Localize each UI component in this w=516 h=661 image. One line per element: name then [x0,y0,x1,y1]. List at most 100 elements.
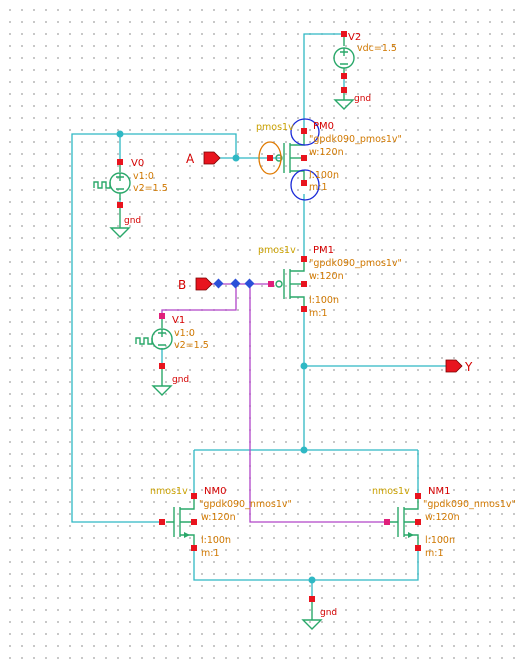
v1-v1: v1:0 [174,328,195,339]
v1-polarity [158,329,166,346]
highlight-marker [258,141,282,175]
junction-dot [213,278,224,289]
v2-gnd-pin [341,87,347,93]
ground-icon [151,369,173,396]
pin-b-icon[interactable] [195,277,213,291]
v0-instance-name: V0 [131,158,144,169]
pm0-multiplier: m:1 [309,182,328,193]
nm1-bulk-pin [415,519,421,525]
ground-bottom[interactable]: gnd [301,596,337,630]
pm0-source-pin [301,128,307,134]
transistor-nm1[interactable]: nmos1v NM1 "gpdk090_nmos1v" w:120n l:100… [372,486,516,559]
v2-instance-name: V2 [348,32,361,43]
pm0-length: l:100n [309,170,339,181]
pin-b-label: B [178,278,186,292]
nm1-drain-pin [415,493,421,499]
nm1-cell-label: nmos1v [372,486,410,497]
pin-a[interactable]: A [186,151,221,166]
pin-y-label: Y [464,360,473,374]
junction-dot [308,576,316,584]
v2-value: vdc=1.5 [357,43,397,54]
nm1-source-pin [415,545,421,551]
ground-icon [301,602,323,630]
pm0-width: w:120n [309,147,344,158]
junction-dot [232,154,240,162]
nmos-source-wire[interactable] [193,548,419,581]
gnd-pin [309,596,315,602]
v1-v2: v2=1.5 [174,340,209,351]
v0-pin-minus [117,202,123,208]
net-a-to-nm0[interactable] [71,133,162,523]
v0-v2: v2=1.5 [133,183,168,194]
pm0-cell-label: pmos1v [256,122,294,133]
pulse-waveform-icon [93,181,111,189]
ground-icon [109,208,131,238]
wires [71,33,446,598]
junction-dot [300,446,308,454]
junction-dot [244,278,255,289]
pm0-bulk-pin [301,155,307,161]
pm1-bubble [275,280,283,288]
pin-y-icon[interactable] [445,359,463,373]
v0-polarity [116,173,124,190]
junction-dot [116,130,124,138]
nm0-instance-name: NM0 [204,486,226,497]
junction-dots [116,130,316,584]
junction-dot [230,278,241,289]
nm0-model: "gpdk090_nmos1v" [199,499,292,510]
v1-pin-minus [159,363,165,369]
v2-pin-plus [341,31,347,37]
v2-gnd-label: gnd [354,94,371,104]
junction-dot [300,362,308,370]
pm1-width: w:120n [309,271,344,282]
ground-icon [333,93,355,110]
nm1-gate-pin [384,519,390,525]
nm0-multiplier: m:1 [201,548,220,559]
pm0-drain-pin [301,180,307,186]
source-v0[interactable]: V0 v1:0 v2=1.5 gnd [93,158,168,238]
highlight-marker [290,169,320,201]
v1-pin-plus [159,313,165,319]
pulse-waveform-icon [135,337,153,345]
source-v1[interactable]: V1 v1:0 v2=1.5 gnd [135,313,209,396]
nmos-icon [173,507,181,537]
pmos-icon [283,143,291,173]
transistor-pm0[interactable]: pmos1v PM0 "gpdk090_pmos1v" w:120n l:100… [256,118,402,201]
source-v2[interactable]: V2 vdc=1.5 gnd [333,31,397,110]
nmos-icon [397,507,405,537]
net-a-branch[interactable] [120,133,237,158]
pin-a-label: A [186,152,195,166]
nm1-arrow [408,532,414,538]
pmos-icon [283,269,291,299]
pm1-gate-pin [268,281,274,287]
nm0-width: w:120n [201,512,236,523]
nm1-instance-name: NM1 [428,486,450,497]
nm1-model: "gpdk090_nmos1v" [423,499,516,510]
v0-pin-plus [117,159,123,165]
pm0-gate-pin [267,155,273,161]
ground-bottom-label: gnd [320,608,337,618]
nm1-width: w:120n [425,512,460,523]
net-b-wires [161,283,386,523]
transistor-nm0[interactable]: nmos1v NM0 "gpdk090_nmos1v" w:120n l:100… [150,486,292,559]
v2-pin-minus [341,73,347,79]
pin-b[interactable]: B [178,277,213,292]
nm0-gate-pin [159,519,165,525]
pin-y[interactable]: Y [445,359,473,374]
pm0-bubble [275,154,283,162]
nm0-bulk-pin [191,519,197,525]
pin-a-icon[interactable] [203,151,221,165]
pm1-length: l:100n [309,295,339,306]
v1-instance-name: V1 [172,315,185,326]
net-b-to-nm1[interactable] [249,284,386,523]
transistor-pm1[interactable]: pmos1v PM1 "gpdk090_pmos1v" w:120n l:100… [258,245,402,319]
nm1-multiplier: m:1 [425,548,444,559]
nm0-length: l:100n [201,535,231,546]
pm1-multiplier: m:1 [309,308,328,319]
pm1-model: "gpdk090_pmos1v" [309,258,402,269]
highlight-marker [290,118,320,146]
vdd-wire[interactable] [303,33,344,128]
nm0-arrow [184,532,190,538]
pm1-instance-name: PM1 [313,245,334,256]
